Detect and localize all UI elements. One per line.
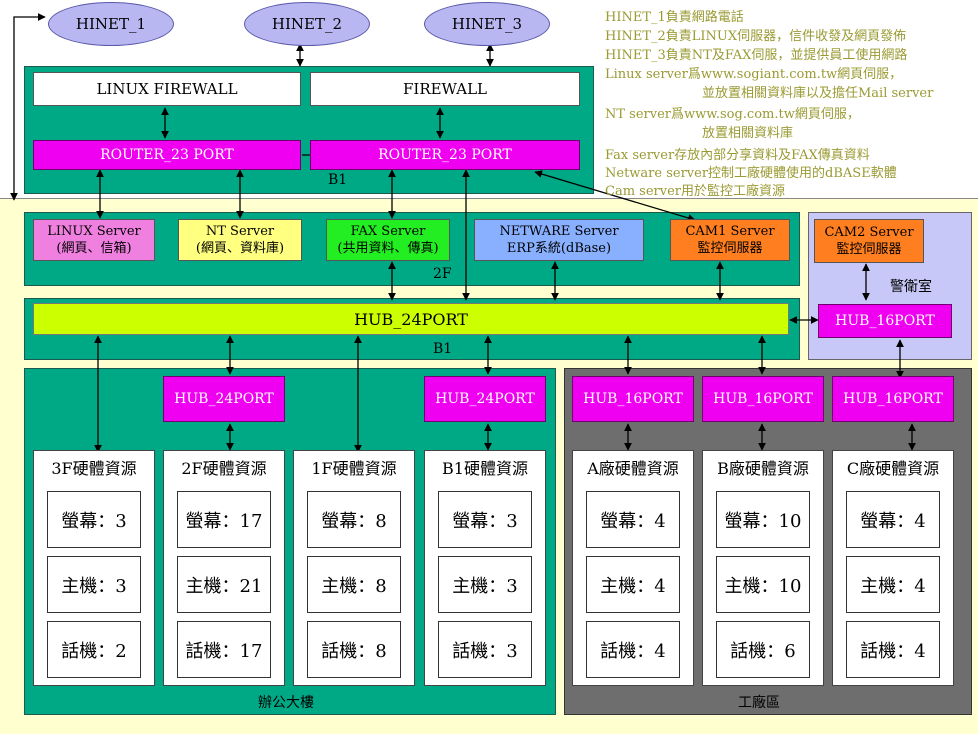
cam2-server-name: CAM2 Server: [824, 225, 914, 240]
monitor-count: 螢幕：3: [47, 491, 141, 548]
resource-column-factory-c: C廠硬體資源 螢幕：4 主機：4 話機：4: [832, 450, 954, 686]
phone-count: 話機：4: [586, 621, 680, 678]
netware-server-name: NETWARE Server: [499, 224, 619, 239]
cam1-server-name: CAM1 Server: [685, 224, 775, 239]
router-cam1: [534, 170, 696, 222]
resource-column-2f: 2F硬體資源 螢幕：17 主機：21 話機：17: [163, 450, 285, 686]
cam2-server-role: 監控伺服器: [836, 242, 902, 257]
note-line: Cam server用於監控工廠資源: [605, 184, 785, 199]
resource-column-b1: B1硬體資源 螢幕：3 主機：3 話機：3: [424, 450, 546, 686]
column-title: A廠硬體資源: [587, 459, 679, 478]
fax-server: FAX Server (共用資料、傳真): [326, 219, 450, 261]
note-line: NT server爲www.sog.com.tw網頁伺服，: [605, 107, 860, 122]
factory-hub-a: HUB_16PORT: [572, 376, 694, 422]
office-hub-b1: HUB_24PORT: [424, 376, 546, 422]
linux-server-name: LINUX Server: [47, 224, 141, 239]
monitor-count: 螢幕：17: [177, 491, 271, 548]
hinet-2-node: HINET_2: [244, 2, 370, 46]
router-left: ROUTER_23 PORT: [33, 140, 301, 170]
cam1-server-role: 監控伺服器: [697, 241, 763, 256]
column-title: B廠硬體資源: [717, 459, 809, 478]
phone-count: 話機：4: [846, 621, 940, 678]
host-count: 主機：3: [47, 556, 141, 613]
host-count: 主機：21: [177, 556, 271, 613]
hinet1-link: [10, 13, 46, 201]
linux-firewall: LINUX FIREWALL: [33, 72, 301, 106]
phone-count: 話機：3: [438, 621, 532, 678]
resource-column-3f: 3F硬體資源 螢幕：3 主機：3 話機：2: [33, 450, 155, 686]
resource-column-factory-a: A廠硬體資源 螢幕：4 主機：4 話機：4: [572, 450, 694, 686]
router-right: ROUTER_23 PORT: [310, 140, 580, 170]
guard-hub: HUB_16PORT: [818, 304, 952, 338]
resource-column-factory-b: B廠硬體資源 螢幕：10 主機：10 話機：6: [702, 450, 824, 686]
phone-count: 話機：2: [47, 621, 141, 678]
phone-count: 話機：8: [307, 621, 401, 678]
fax-server-role: (共用資料、傳真): [337, 241, 439, 256]
hinet-1-node: HINET_1: [48, 2, 174, 46]
note-line: 放置相關資料庫: [702, 126, 794, 141]
server-zone-label: 2F: [433, 266, 452, 282]
guard-room-label: 警衛室: [890, 279, 932, 295]
host-count: 主機：10: [716, 556, 810, 613]
column-title: 3F硬體資源: [51, 459, 137, 478]
nt-server-name: NT Server: [205, 224, 275, 239]
linux-server: LINUX Server (網頁、信箱): [33, 219, 155, 261]
linux-server-role: (網頁、信箱): [56, 241, 132, 256]
nt-server-role: (網頁、資料庫): [195, 241, 285, 256]
cam1-server: CAM1 Server 監控伺服器: [670, 219, 790, 261]
fax-server-name: FAX Server: [350, 224, 426, 239]
factory-label: 工廠區: [738, 695, 780, 711]
host-count: 主機：4: [586, 556, 680, 613]
column-title: 2F硬體資源: [181, 459, 267, 478]
note-line: HINET_2負責LINUX伺服器，信件收發及網頁發佈: [605, 29, 907, 44]
hinet-3-node: HINET_3: [424, 2, 550, 46]
office-building-label: 辦公大樓: [258, 695, 314, 711]
note-line: HINET_1負責網路電話: [605, 10, 744, 25]
monitor-count: 螢幕：4: [586, 491, 680, 548]
resource-column-1f: 1F硬體資源 螢幕：8 主機：8 話機：8: [293, 450, 415, 686]
office-hub-2f: HUB_24PORT: [163, 376, 285, 422]
note-line: Fax server存放內部分享資料及FAX傳真資料: [605, 148, 870, 163]
factory-hub-c: HUB_16PORT: [832, 376, 954, 422]
factory-hub-b: HUB_16PORT: [702, 376, 824, 422]
note-line: Linux server爲www.sogiant.com.tw網頁伺服，: [605, 67, 903, 82]
netware-server: NETWARE Server ERP系統(dBase): [474, 219, 644, 261]
phone-count: 話機：17: [177, 621, 271, 678]
phone-count: 話機：6: [716, 621, 810, 678]
netware-server-role: ERP系統(dBase): [506, 241, 612, 256]
host-count: 主機：4: [846, 556, 940, 613]
monitor-count: 螢幕：3: [438, 491, 532, 548]
column-title: B1硬體資源: [442, 459, 528, 478]
firewall: FIREWALL: [310, 72, 580, 106]
host-count: 主機：8: [307, 556, 401, 613]
monitor-count: 螢幕：8: [307, 491, 401, 548]
host-count: 主機：3: [438, 556, 532, 613]
cam2-server: CAM2 Server 監控伺服器: [814, 219, 924, 263]
note-line: Netware server控制工廠硬體使用的dBASE軟體: [605, 166, 897, 181]
monitor-count: 螢幕：10: [716, 491, 810, 548]
monitor-count: 螢幕：4: [846, 491, 940, 548]
column-title: 1F硬體資源: [311, 459, 397, 478]
note-line: 並放置相關資料庫以及擔任Mail server: [702, 86, 934, 101]
main-hub: HUB_24PORT: [33, 303, 789, 335]
column-title: C廠硬體資源: [846, 459, 940, 478]
note-line: HINET_3負責NT及FAX伺服，並提供員工使用網路: [605, 48, 908, 63]
hub-zone-label: B1: [433, 341, 453, 357]
router-zone-label: B1: [328, 172, 348, 188]
nt-server: NT Server (網頁、資料庫): [178, 219, 302, 261]
